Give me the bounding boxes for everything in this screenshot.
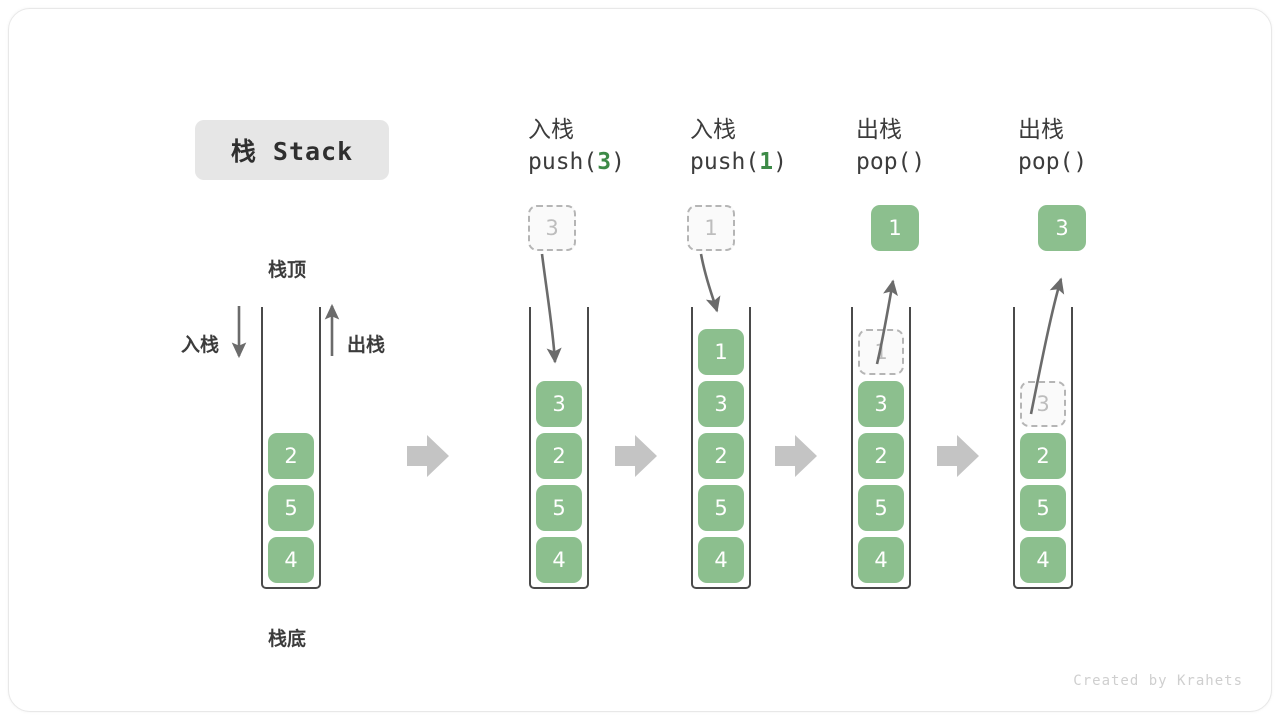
step-label-op: pop() bbox=[1018, 149, 1088, 175]
base-stack-cell: 5 bbox=[268, 485, 314, 531]
stack-cell: 2 bbox=[698, 433, 744, 479]
stack-cell: 4 bbox=[698, 537, 744, 583]
stack-cell: 5 bbox=[1020, 485, 1066, 531]
incoming-element-3: 3 bbox=[528, 205, 576, 251]
stack-container-pop-1 bbox=[851, 307, 911, 589]
outgoing-element-1: 1 bbox=[871, 205, 919, 251]
stack-cell: 2 bbox=[858, 433, 904, 479]
step-label-cn: 入栈 bbox=[528, 117, 574, 143]
stack-cell-removed: 3 bbox=[1020, 381, 1066, 427]
base-stack-cell: 2 bbox=[268, 433, 314, 479]
base-stack-container bbox=[261, 307, 321, 589]
flow-arrow-icon bbox=[615, 435, 657, 477]
stack-cell: 5 bbox=[858, 485, 904, 531]
base-pop-label: 出栈 bbox=[347, 334, 386, 356]
step-header-push-1: 入栈 push(1) bbox=[690, 115, 890, 179]
stack-cell: 5 bbox=[698, 485, 744, 531]
step-header-push-3: 入栈 push(3) bbox=[528, 115, 728, 179]
watermark-credit: Created by Krahets bbox=[1073, 673, 1243, 689]
stack-container-push-3 bbox=[529, 307, 589, 589]
step-label-cn: 出栈 bbox=[856, 117, 902, 143]
stack-bottom-label: 栈底 bbox=[268, 628, 307, 650]
step-header-pop-3: 出栈 pop() bbox=[1018, 115, 1218, 179]
push-motion-arrow-1 bbox=[699, 253, 721, 313]
stack-top-label: 栈顶 bbox=[268, 259, 307, 281]
step-label-op: push(1) bbox=[690, 149, 787, 175]
step-label-op: push(3) bbox=[528, 149, 625, 175]
flow-arrow-icon bbox=[407, 435, 449, 477]
stack-cell: 4 bbox=[1020, 537, 1066, 583]
incoming-element-1: 1 bbox=[687, 205, 735, 251]
outgoing-element-3: 3 bbox=[1038, 205, 1086, 251]
step-label-cn: 出栈 bbox=[1018, 117, 1064, 143]
diagram-canvas: 栈 Stack 栈顶 栈底 入栈 出栈 2 5 4 入栈 push(3) 3 3… bbox=[8, 8, 1272, 712]
page-title-badge: 栈 Stack bbox=[195, 120, 389, 180]
step-header-pop-1: 出栈 pop() bbox=[856, 115, 1056, 179]
stack-container-push-1 bbox=[691, 307, 751, 589]
stack-cell: 2 bbox=[1020, 433, 1066, 479]
step-label-cn: 入栈 bbox=[690, 117, 736, 143]
step-label-op: pop() bbox=[856, 149, 926, 175]
base-stack-cell: 4 bbox=[268, 537, 314, 583]
stack-cell-removed: 1 bbox=[858, 329, 904, 375]
stack-cell: 1 bbox=[698, 329, 744, 375]
stack-cell: 4 bbox=[536, 537, 582, 583]
stack-cell: 3 bbox=[698, 381, 744, 427]
base-push-label: 入栈 bbox=[181, 334, 220, 356]
flow-arrow-icon bbox=[775, 435, 817, 477]
stack-cell: 3 bbox=[536, 381, 582, 427]
stack-cell: 5 bbox=[536, 485, 582, 531]
stack-container-pop-3 bbox=[1013, 307, 1073, 589]
stack-cell: 2 bbox=[536, 433, 582, 479]
stack-cell: 3 bbox=[858, 381, 904, 427]
stack-cell: 4 bbox=[858, 537, 904, 583]
flow-arrow-icon bbox=[937, 435, 979, 477]
